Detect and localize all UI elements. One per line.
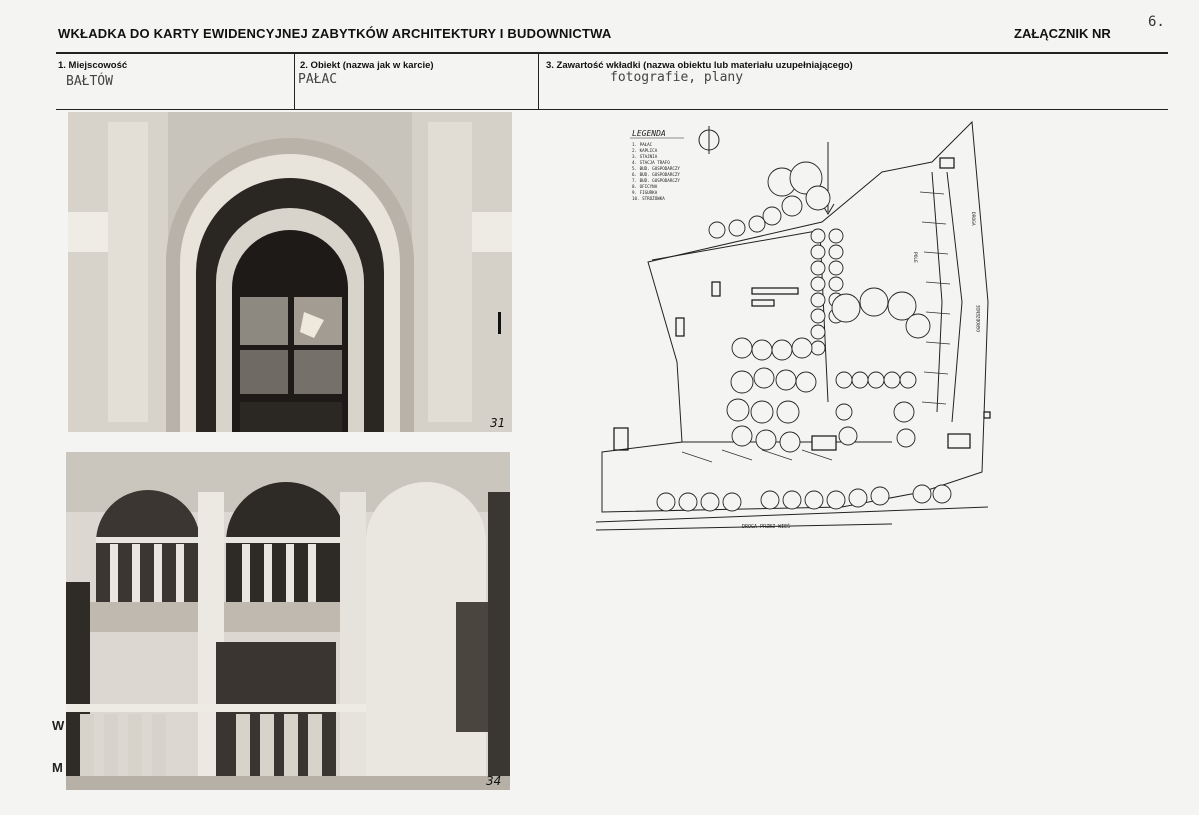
plan-legend-item: 1. PAŁAC <box>632 142 653 147</box>
arcade-illustration <box>66 452 510 790</box>
field-object-label: 2. Obiekt (nazwa jak w karcie) <box>300 60 434 71</box>
margin-letter-w: W <box>52 718 65 733</box>
photo-doorway-number: 31 <box>490 416 506 430</box>
plan-side-label: DROGA <box>970 212 976 226</box>
margin-letter-m: M <box>52 760 63 775</box>
plan-legend-item: 3. STAJNIA <box>632 154 658 159</box>
site-plan-drawing: LEGENDA 1. PAŁAC 2. KAPLICA 3. STAJNIA 4… <box>592 112 1000 532</box>
page-number: 6. <box>1148 14 1165 30</box>
form-title: WKŁADKA DO KARTY EWIDENCYJNEJ ZABYTKÓW A… <box>58 26 612 41</box>
field-location-label: 1. Miejscowość <box>58 60 128 71</box>
header-rule <box>56 52 1168 54</box>
plan-legend-item: 7. BUD. GOSPODARCZY <box>632 178 680 183</box>
site-plan: LEGENDA 1. PAŁAC 2. KAPLICA 3. STAJNIA 4… <box>592 112 1000 532</box>
field-object-value: PAŁAC <box>298 72 338 87</box>
plan-side-label: OGRODZENIE <box>976 305 982 332</box>
plan-road-label: DROGA PRZEZ WIEŚ <box>742 523 790 530</box>
plan-legend-item: 4. STACJA TRAFO <box>632 160 670 165</box>
field-divider-2 <box>538 54 539 110</box>
plan-legend-item: 9. FIGURKA <box>632 190 658 195</box>
field-contents-value: fotografie, plany <box>610 70 744 85</box>
doorway-illustration <box>68 112 512 432</box>
photo-arcade: 34 <box>66 452 510 790</box>
plan-legend-item: 5. BUD. GOSPODARCZY <box>632 166 680 171</box>
field-location-value: BAŁTÓW <box>66 74 113 89</box>
photo-arcade-number: 34 <box>486 774 502 788</box>
plan-legend-item: 8. OFICYNA <box>632 184 658 189</box>
plan-legend-title: LEGENDA <box>632 129 666 138</box>
fields-bottom-rule <box>56 109 1168 110</box>
plan-side-label: POLE <box>912 252 918 263</box>
field-contents-label: 3. Zawartość wkładki (nazwa obiektu lub … <box>546 60 853 71</box>
plan-legend-item: 2. KAPLICA <box>632 148 658 153</box>
plan-legend-item: 10. STRÓŻÓWKA <box>632 196 665 201</box>
plan-legend-item: 6. BUD. GOSPODARCZY <box>632 172 680 177</box>
photo-doorway: 31 <box>68 112 512 432</box>
field-divider-1 <box>294 54 295 110</box>
annex-label: ZAŁĄCZNIK NR <box>1014 26 1111 41</box>
